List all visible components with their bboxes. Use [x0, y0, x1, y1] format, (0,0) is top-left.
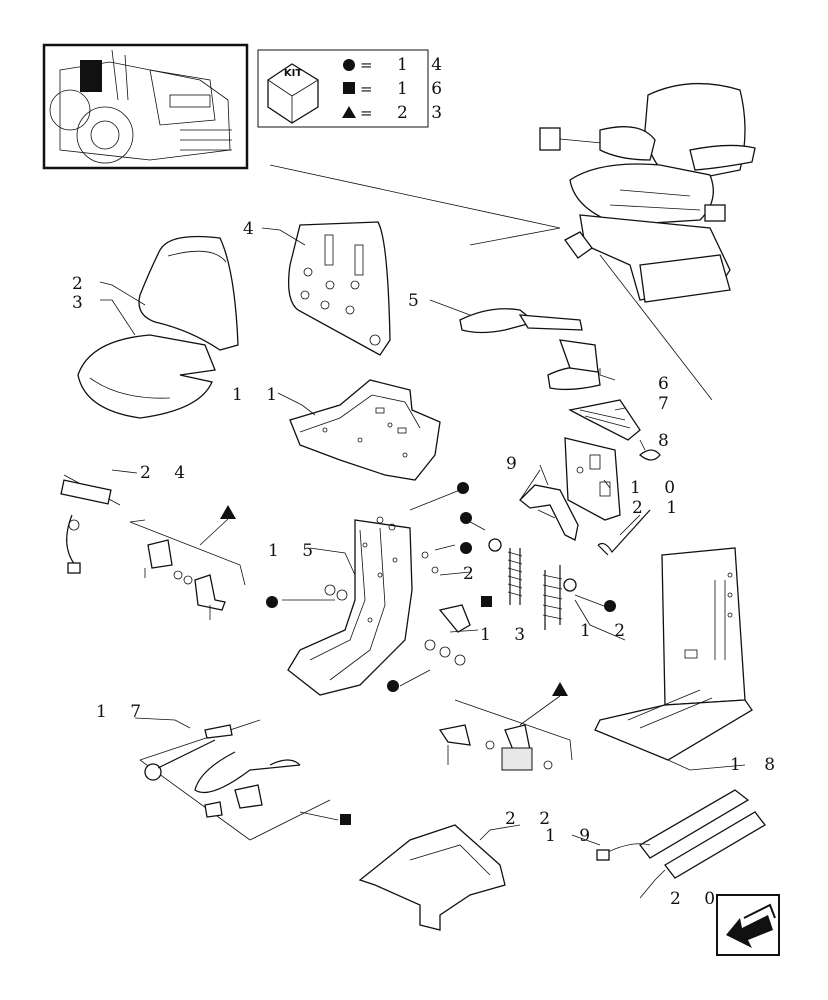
callout-12: 1 2 [580, 621, 634, 641]
circle-marker-4 [266, 596, 278, 608]
kit-legend: KIT = 1 4 = 1 6 = 2 3 [257, 49, 451, 128]
callout-21: 2 1 [632, 498, 686, 518]
tractor-thumbnail[interactable] [42, 43, 249, 170]
callout-11: 1 1 [232, 385, 286, 405]
seat-belt [60, 474, 121, 574]
callout-19: 1 9 [545, 826, 599, 846]
seat-base-console [594, 547, 753, 761]
callout-2-backrest: 2 [72, 274, 92, 294]
slide-rails [596, 789, 766, 879]
square-marker [343, 82, 355, 94]
complete-seat-illustration [539, 82, 756, 303]
triangle-marker-1 [220, 505, 236, 519]
kit-box-icon: KIT [267, 63, 319, 124]
seat-cushion [77, 334, 216, 419]
backrest-cushion [138, 235, 239, 351]
callout-6: 6 [658, 374, 678, 394]
circle-kit-value: 1 4 [397, 55, 451, 75]
armrest-left [459, 308, 583, 334]
slide-bracket [568, 399, 641, 441]
triangle-equals: = [360, 104, 373, 122]
spring-link [519, 484, 579, 541]
callout-15: 1 5 [268, 541, 322, 561]
callout-24: 2 4 [140, 463, 194, 483]
callout-13: 1 3 [480, 625, 534, 645]
seat-pan [289, 379, 441, 481]
upright-bracket [564, 437, 621, 521]
lumbar-kit-group [438, 699, 573, 771]
knob [638, 449, 661, 461]
circle-marker-5 [387, 680, 399, 692]
square-marker-13 [481, 596, 492, 607]
circle-marker-3 [460, 542, 472, 554]
cable-kit-group [139, 719, 331, 841]
square-kit-value: 1 6 [397, 79, 451, 99]
lever-13 [438, 604, 471, 633]
callout-2-spring: 2 [463, 564, 483, 584]
cotter-pin [597, 509, 651, 556]
triangle-marker-2 [552, 682, 568, 696]
circle-marker-1 [457, 482, 469, 494]
armrest-kit-group [129, 519, 246, 620]
callout-22: 2 2 [505, 809, 559, 829]
suspension-frame [287, 519, 413, 696]
callout-3: 3 [72, 293, 92, 313]
navigation-arrow-icon[interactable] [716, 894, 780, 956]
square-equals: = [360, 80, 373, 98]
callout-4: 4 [243, 219, 263, 239]
armrest-right [547, 339, 601, 391]
callout-9: 9 [506, 454, 526, 474]
callout-10: 1 0 [630, 478, 684, 498]
square-marker-cable-kit [340, 814, 351, 825]
callout-5: 5 [408, 291, 428, 311]
triangle-marker [342, 106, 356, 118]
callout-17: 1 7 [96, 702, 150, 722]
hardware-bolts [324, 516, 466, 666]
circle-marker-6 [604, 600, 616, 612]
circle-equals: = [360, 56, 373, 74]
kit-label: KIT [284, 68, 302, 79]
triangle-kit-value: 2 3 [397, 103, 451, 123]
callout-8: 8 [658, 431, 678, 451]
callout-18: 1 8 [730, 755, 784, 775]
seat-back-frame [287, 221, 391, 356]
circle-marker [343, 59, 355, 71]
callout-7: 7 [658, 394, 678, 414]
callout-20: 2 0 [670, 889, 724, 909]
coil-springs [488, 538, 577, 630]
support-plate [358, 824, 506, 931]
